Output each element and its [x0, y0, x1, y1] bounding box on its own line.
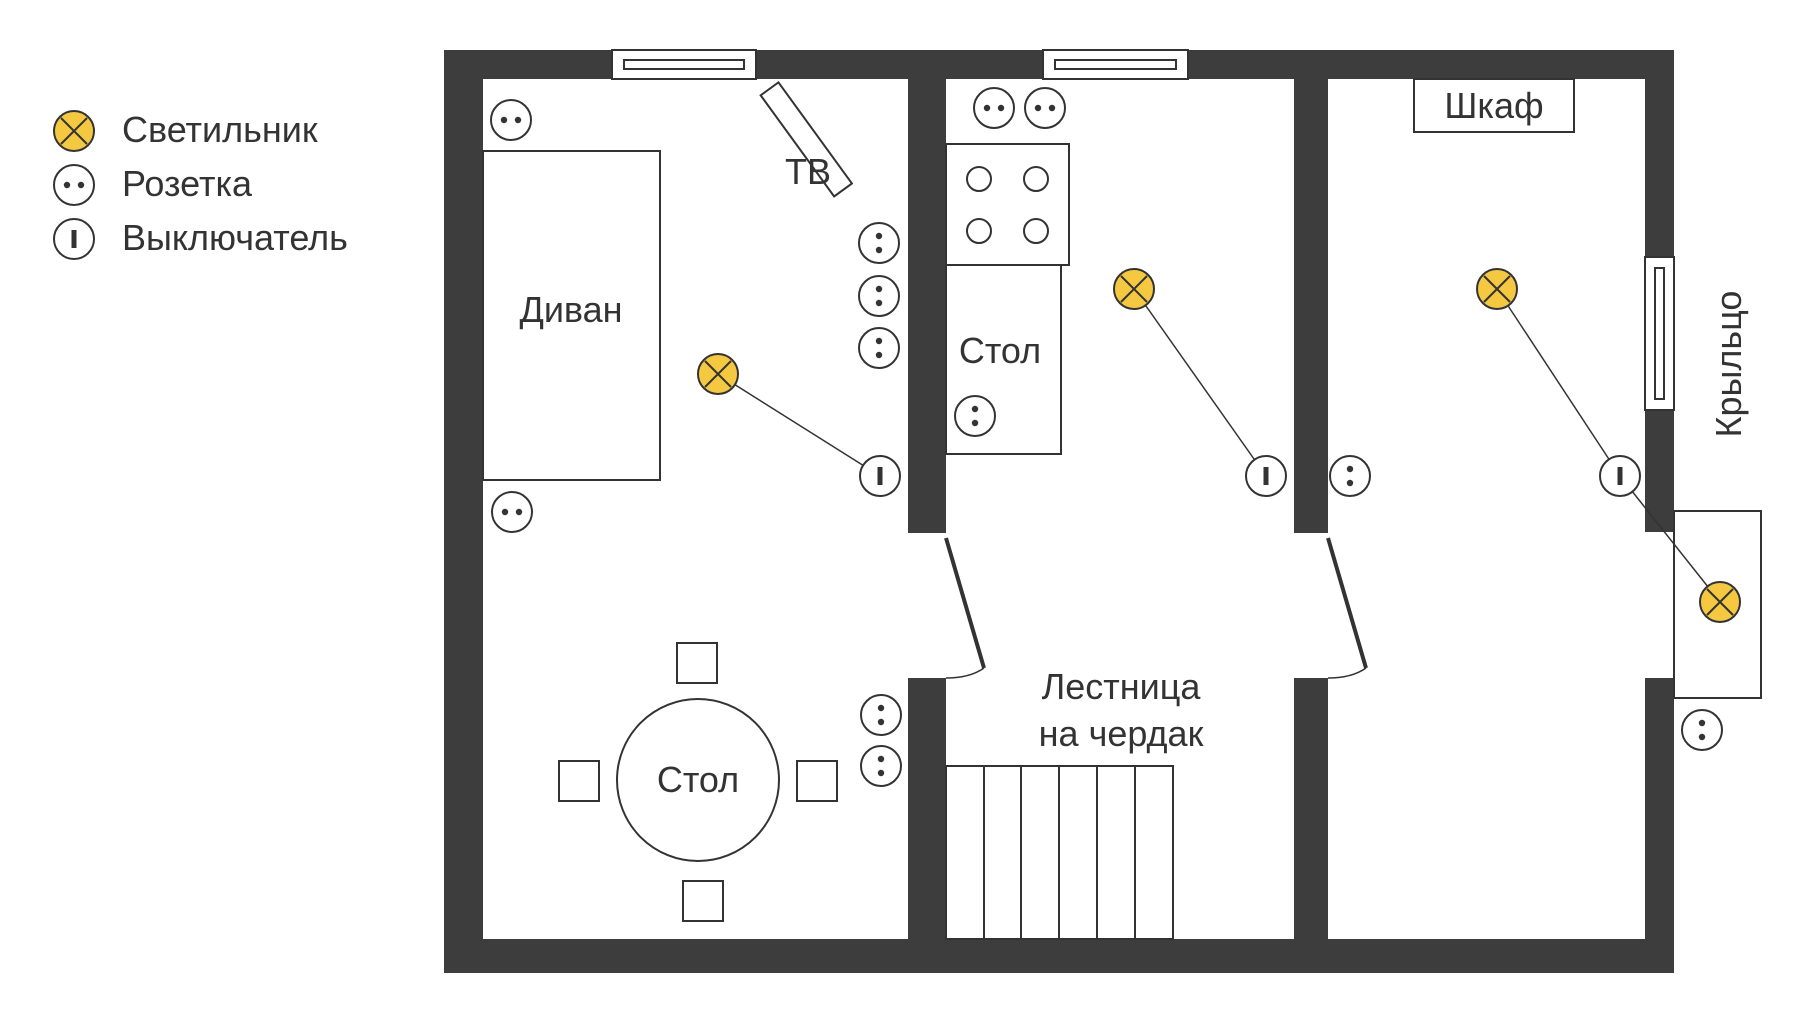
wire-porch — [1619, 475, 1721, 603]
walls — [444, 50, 1674, 973]
wall-left — [444, 50, 483, 973]
wardrobe — [1413, 78, 1575, 133]
kitchen-table-label: Стол — [959, 330, 1041, 371]
windows — [611, 49, 1675, 411]
lamp-icon — [1113, 268, 1155, 310]
wire-right-room — [1496, 288, 1621, 477]
socket-icon — [1024, 87, 1066, 129]
legend-switch-icon — [53, 218, 95, 260]
wire-kitchen — [1133, 288, 1267, 477]
furniture — [482, 78, 1762, 940]
wall-interior-1-bottom — [908, 678, 946, 973]
wall-top-2 — [756, 50, 1043, 79]
stairs-label-line2: на чердак — [1039, 713, 1204, 754]
socket-icon — [490, 99, 532, 141]
chair-right — [796, 760, 838, 802]
legend: Светильник Розетка Выключатель — [53, 109, 348, 260]
wall-interior-2-top — [1294, 50, 1328, 533]
wall-right-1 — [1645, 50, 1674, 257]
door-right-room-arc — [1327, 667, 1367, 679]
doors — [944, 537, 1368, 679]
labels: Диван ТВ Стол Шкаф Лестница на чердак Ст… — [519, 85, 1749, 800]
socket-icon — [858, 275, 900, 317]
wall-top-3 — [1188, 50, 1674, 79]
socket-icon — [858, 222, 900, 264]
socket-icon — [973, 87, 1015, 129]
switch-icon — [1599, 455, 1641, 497]
lamp-icon — [697, 353, 739, 395]
legend-lamp-label: Светильник — [122, 109, 318, 150]
sofa — [482, 150, 661, 481]
stove-burner — [1023, 166, 1049, 192]
window-living-room-pane — [623, 59, 745, 70]
tv-label: ТВ — [785, 151, 831, 192]
dining-table — [616, 698, 780, 862]
legend-socket-label: Розетка — [122, 163, 253, 204]
stove-burner — [966, 218, 992, 244]
socket-icon — [1681, 709, 1723, 751]
socket-icon — [954, 395, 996, 437]
wall-interior-2-bottom — [1294, 678, 1328, 973]
stove-burner — [1023, 218, 1049, 244]
door-right-room-leaf — [1326, 537, 1368, 669]
chair-left — [558, 760, 600, 802]
socket-icon — [860, 745, 902, 787]
stove — [945, 143, 1070, 266]
legend-switch-label: Выключатель — [122, 217, 348, 258]
wall-interior-1-top — [908, 50, 946, 533]
window-kitchen-pane — [1054, 59, 1177, 70]
stove-burner — [966, 166, 992, 192]
socket-icon — [1329, 455, 1371, 497]
chair-bottom — [682, 880, 724, 922]
socket-icon — [491, 491, 533, 533]
tv — [759, 80, 854, 198]
wall-bottom — [444, 939, 1674, 973]
lamps — [697, 268, 1741, 623]
sofa-label: Диван — [519, 289, 622, 330]
switches — [859, 455, 1641, 497]
door-kitchen-arc — [945, 667, 985, 679]
wall-right-2 — [1645, 410, 1674, 532]
dining-table-label: Стол — [657, 759, 739, 800]
socket-icon — [860, 694, 902, 736]
window-right-room-pane — [1654, 267, 1665, 400]
wardrobe-label: Шкаф — [1444, 85, 1543, 126]
legend-lamp-icon — [53, 110, 95, 152]
lamp-icon — [1699, 581, 1741, 623]
legend-socket-icon — [53, 164, 95, 206]
door-kitchen-leaf — [944, 537, 986, 669]
porch-label: Крыльцо — [1708, 291, 1749, 438]
wiring — [717, 288, 1721, 603]
socket-icon — [858, 327, 900, 369]
wall-right-3 — [1645, 678, 1674, 973]
stairs-label-line1: Лестница — [1042, 666, 1202, 707]
switch-icon — [1245, 455, 1287, 497]
wire-living-room — [717, 373, 881, 477]
switch-icon — [859, 455, 901, 497]
chair-top — [676, 642, 718, 684]
lamp-icon — [1476, 268, 1518, 310]
